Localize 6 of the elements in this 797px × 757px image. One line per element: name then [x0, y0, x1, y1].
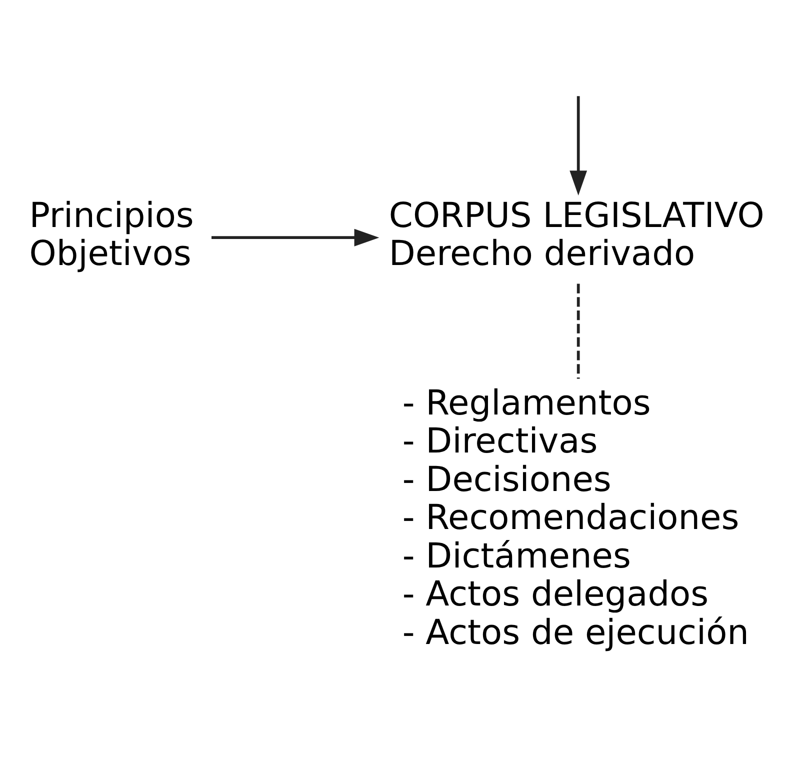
arrow: [570, 96, 588, 196]
node-text: CORPUS LEGISLATIVO Derecho derivado: [388, 196, 764, 274]
node-text: Principios Objetivos: [29, 196, 194, 274]
node-text: - Reglamentos - Directivas - Decisiones - Recomendaciones - Dictámenes - Actos delegados - Actos de ejecución: [402, 383, 749, 653]
arrow: [212, 228, 380, 246]
connector: [576, 284, 580, 379]
